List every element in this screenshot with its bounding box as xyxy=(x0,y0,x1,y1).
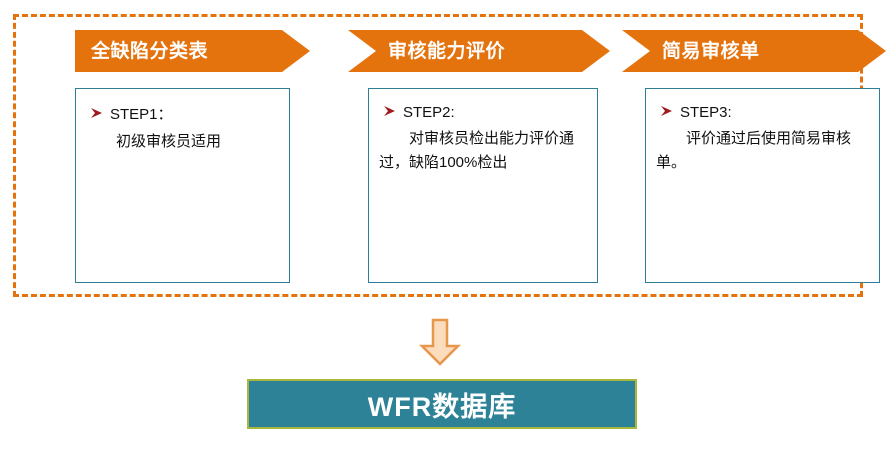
process-banner-1[interactable]: 全缺陷分类表 xyxy=(75,30,310,72)
step-2-heading: STEP2: xyxy=(383,103,587,121)
step-3-title: STEP3: xyxy=(680,104,732,121)
step-3-heading: STEP3: xyxy=(660,103,869,121)
down-arrow-icon xyxy=(416,318,464,366)
wfr-database-bar[interactable]: WFR数据库 xyxy=(247,379,637,429)
step-panel-1: STEP1： 初级审核员适用 xyxy=(75,88,290,283)
wfr-database-label: WFR数据库 xyxy=(367,391,517,422)
process-banner-3-label: 简易审核单 xyxy=(662,40,760,62)
step-3-body: 评价通过后使用简易审核单。 xyxy=(656,130,852,172)
arrow-bullet-icon xyxy=(90,106,104,120)
arrow-bullet-icon xyxy=(660,104,674,118)
step-1-body: 初级审核员适用 xyxy=(116,133,222,150)
process-banner-2-label: 审核能力评价 xyxy=(388,40,506,62)
process-banner-1-label: 全缺陷分类表 xyxy=(91,40,209,62)
process-banner-2[interactable]: 审核能力评价 xyxy=(348,30,610,72)
process-banner-3[interactable]: 简易审核单 xyxy=(622,30,886,72)
step-1-title: STEP1： xyxy=(110,106,173,123)
step-2-title: STEP2: xyxy=(403,104,455,121)
step-panel-3: STEP3: 评价通过后使用简易审核单。 xyxy=(645,88,880,283)
step-1-heading: STEP1： xyxy=(90,103,279,124)
step-panel-2: STEP2: 对审核员检出能力评价通过，缺陷100%检出 xyxy=(368,88,598,283)
step-2-body: 对审核员检出能力评价通过，缺陷100%检出 xyxy=(379,130,575,172)
arrow-bullet-icon xyxy=(383,104,397,118)
